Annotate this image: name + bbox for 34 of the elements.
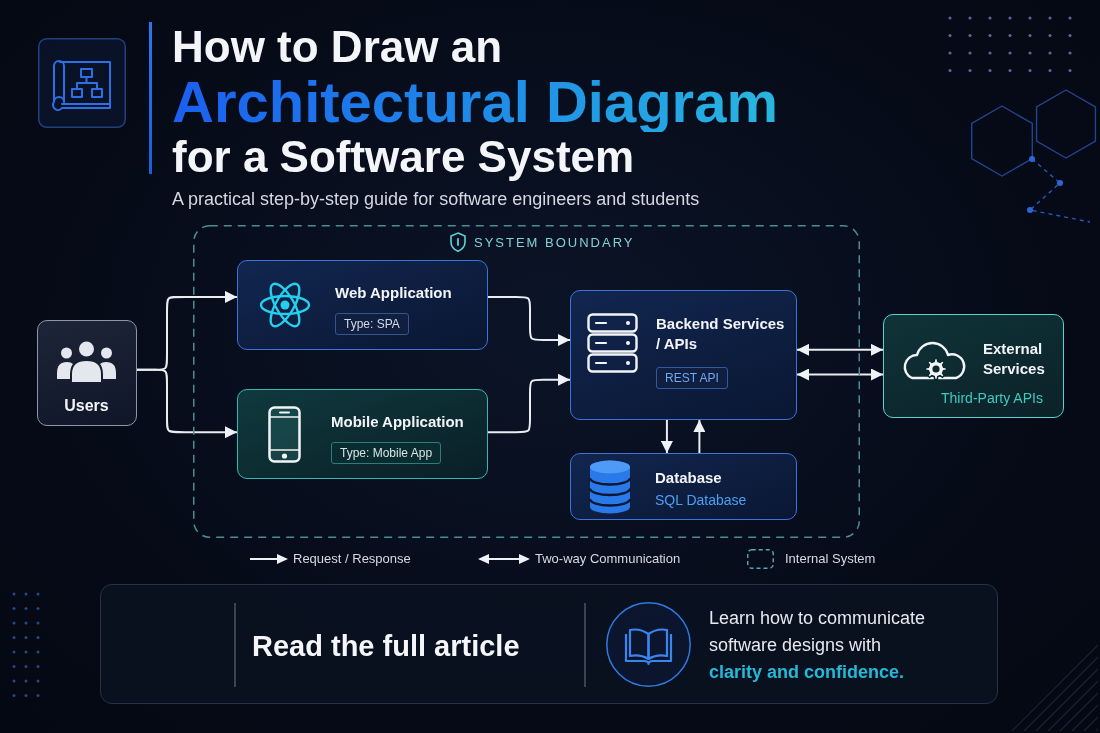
boundary-label: SYSTEM BOUNDARY	[474, 234, 635, 252]
component-card	[570, 453, 797, 520]
arrow	[487, 295, 571, 347]
legend-label: Request / Response	[293, 551, 411, 567]
double-arrow	[796, 343, 884, 356]
actor-card	[37, 320, 137, 426]
external-service-card	[883, 314, 1064, 418]
article-heading: Read the full article	[252, 629, 521, 664]
type-tag: Type: Mobile App	[331, 442, 442, 464]
type-tag: Type: SPA	[335, 313, 409, 335]
arrow	[487, 373, 571, 434]
arrow	[660, 419, 673, 454]
article-banner	[100, 584, 998, 704]
node-title: External Services	[983, 339, 1046, 379]
node-title: Mobile Application	[331, 412, 465, 432]
component-card	[237, 389, 488, 479]
node-subtitle: SQL Database	[655, 491, 748, 509]
api-tag: REST API	[656, 367, 728, 389]
double-arrow	[796, 368, 884, 381]
article-blurb: Learn how to communicate software designs with clarity and confidence.	[709, 607, 927, 684]
arrow	[693, 419, 706, 454]
subtitle: A practical step-by-step guide for software engineers and students	[172, 188, 700, 210]
node-title: Database	[655, 468, 723, 488]
node-title: Backend Services / APIs	[656, 314, 786, 354]
node-subtitle: Third-Party APIs	[941, 389, 1044, 407]
legend-label: Internal System	[785, 551, 876, 567]
node-title: Web Application	[335, 283, 453, 303]
component-card	[570, 290, 797, 420]
component-card	[237, 260, 488, 350]
node-title: Users	[63, 396, 110, 416]
title: How to Draw an Architectural Diagram for a Software System	[172, 22, 778, 182]
arrow	[136, 368, 238, 439]
system-boundary	[193, 225, 860, 538]
legend-label: Two-way Communication	[535, 551, 681, 567]
